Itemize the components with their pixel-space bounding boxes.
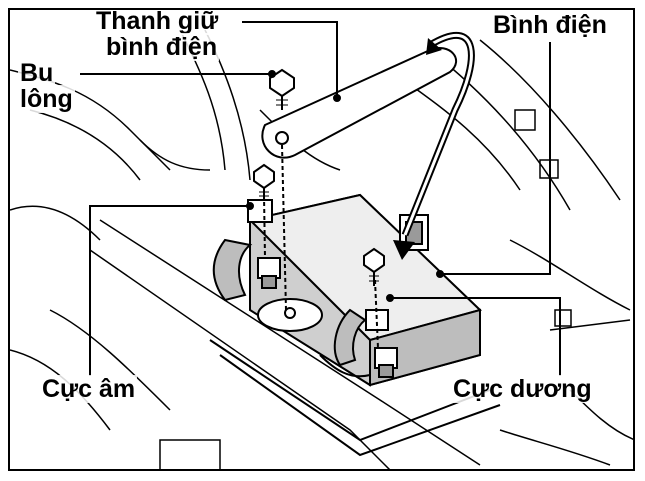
positive-terminal-label: Cực dương [451, 376, 594, 402]
diagram-frame: Thanh giữ bình điện Bu lông Bình điện Cự… [8, 8, 635, 471]
hold-down-label-line1: Thanh giữ [94, 8, 220, 35]
bolt-label-line2: lông [18, 85, 75, 113]
bolt-negative-icon [254, 165, 274, 200]
negative-terminal-label: Cực âm [40, 376, 137, 402]
hold-down-bar-label: Thanh giữ bình điện [94, 8, 220, 60]
bolt-label-line1: Bu [18, 59, 55, 87]
hold-down-label-line2: bình điện [104, 33, 219, 61]
battery-label: Bình điện [491, 12, 609, 38]
bolt-label: Bu lông [18, 60, 75, 112]
hold-down-bar [262, 48, 456, 158]
